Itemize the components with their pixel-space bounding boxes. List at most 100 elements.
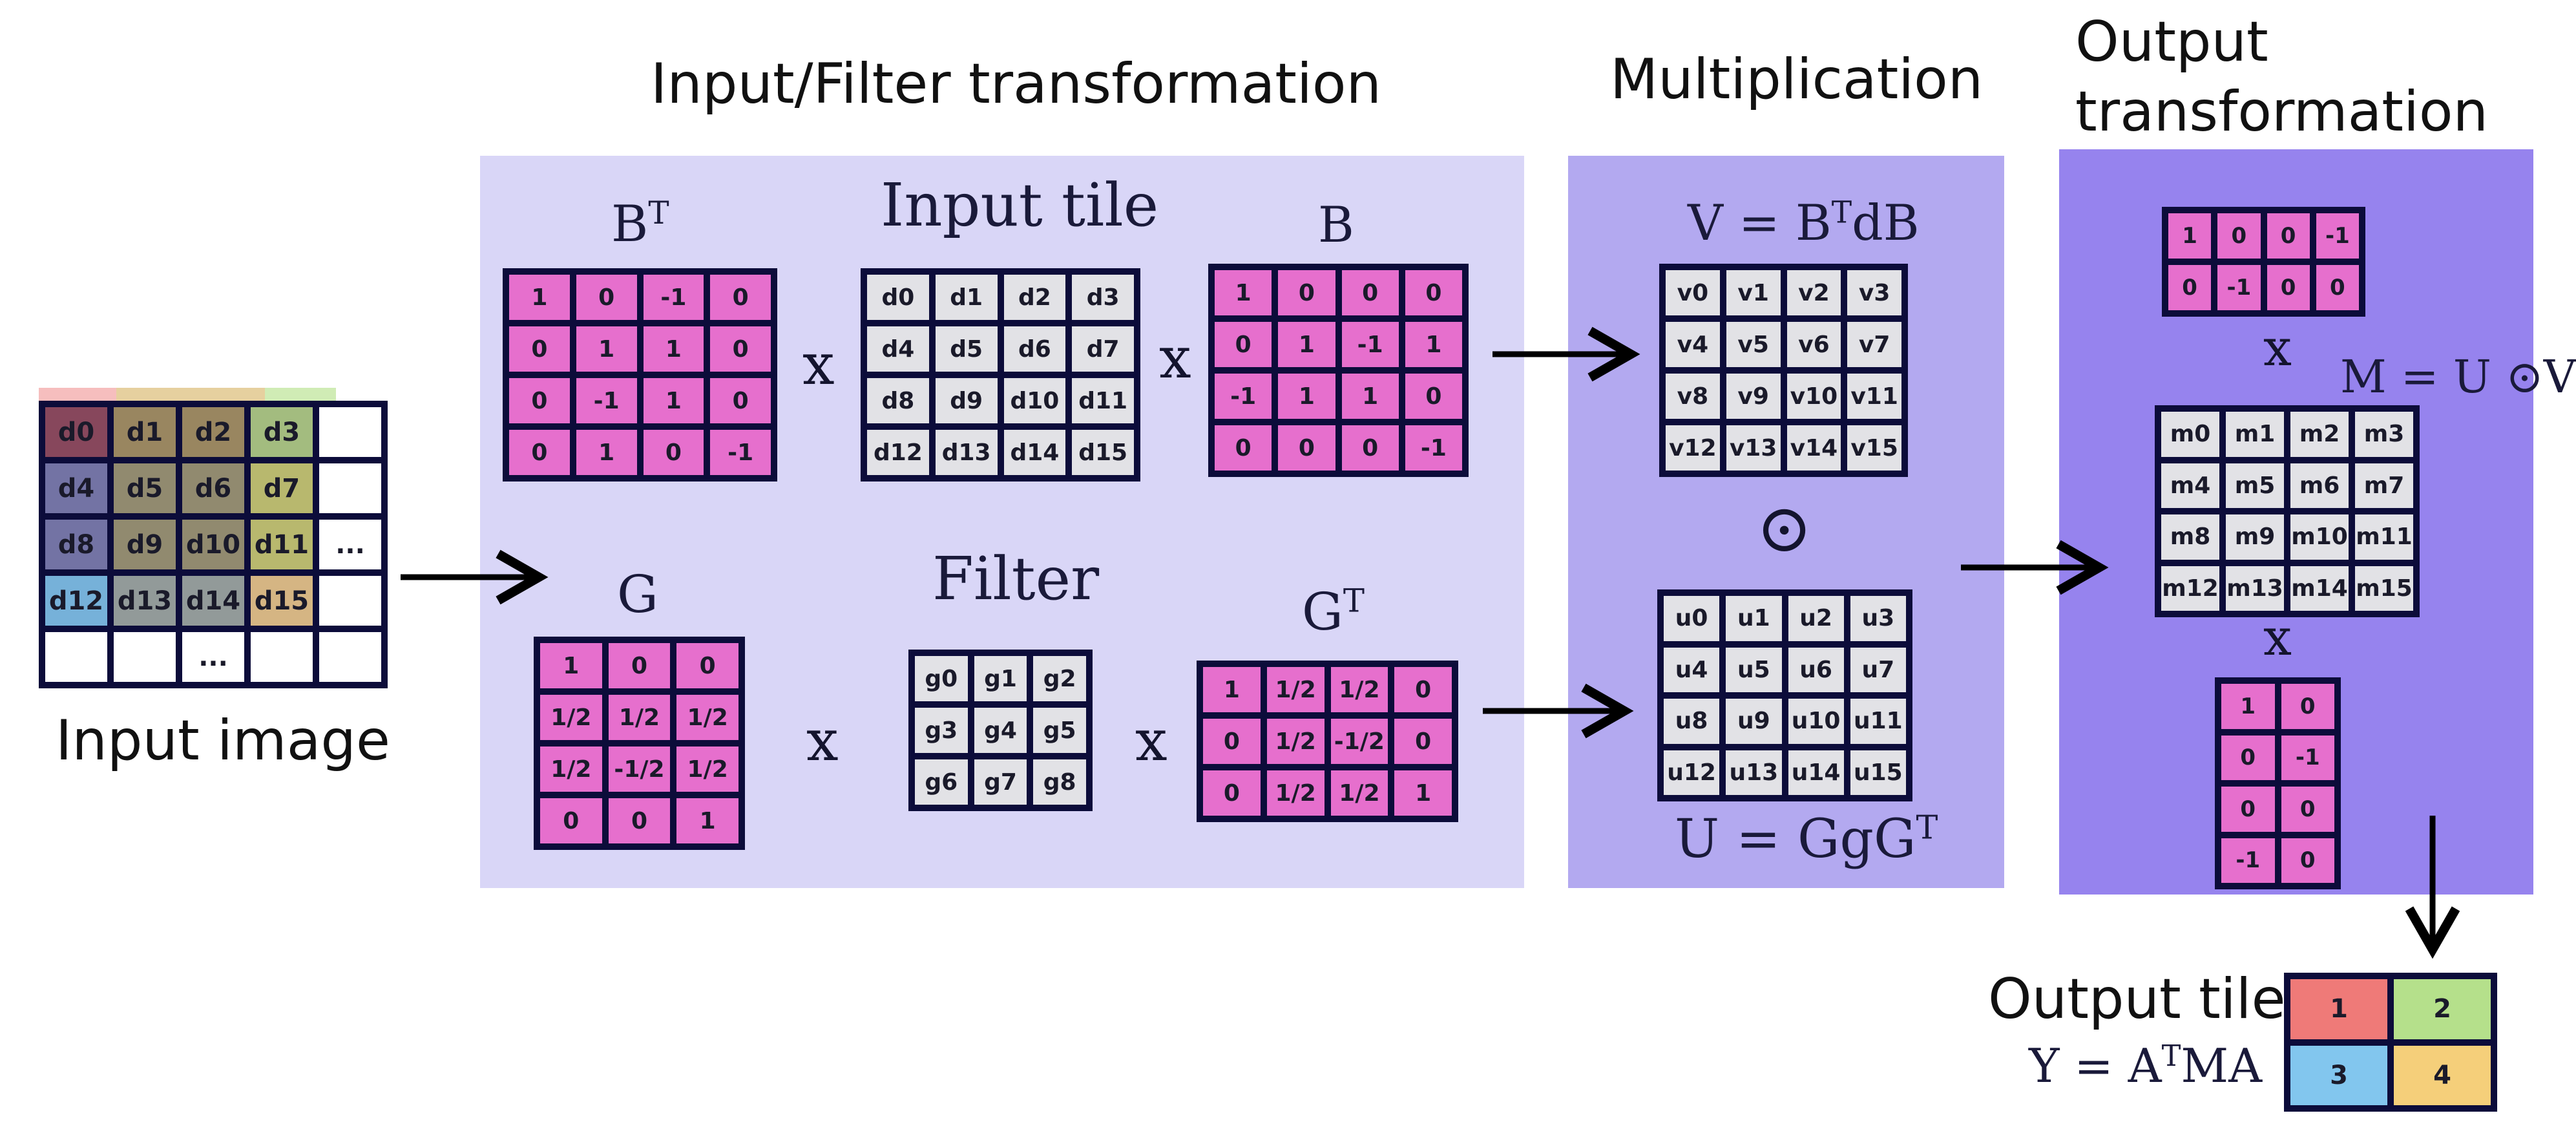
output-tile-eq-post: MA	[2181, 1039, 2263, 1093]
matrix-cell	[251, 632, 313, 682]
matrix-cell: d15	[1072, 430, 1134, 475]
matrix-cell: u10	[1788, 699, 1844, 744]
u-equation-base: G	[1873, 809, 1916, 870]
matrix-cell: d0	[867, 275, 929, 320]
matrix-cell: d12	[867, 430, 929, 475]
matrix-cell: 0	[710, 275, 771, 320]
matrix-cell: -1	[2221, 838, 2275, 883]
matrix-cell: u12	[1664, 750, 1720, 795]
filter-label: Filter	[932, 544, 1100, 613]
matrix-cell: 0	[710, 326, 771, 372]
matrix-cell: g5	[1033, 708, 1086, 753]
matrix-cell: 0	[1394, 667, 1452, 712]
times-symbol-at-m: x	[2263, 319, 2292, 377]
matrix-cell: 0	[1278, 270, 1335, 315]
times-symbol-bt-tile: x	[802, 331, 835, 397]
matrix-cell: d6	[1003, 326, 1066, 372]
matrix-cell: -1	[1341, 322, 1399, 367]
matrix-cell: u7	[1850, 647, 1906, 692]
matrix-cell: 1	[576, 326, 637, 372]
matrix-cell: 1	[2290, 979, 2387, 1039]
gt-label-base: G	[1302, 582, 1343, 642]
matrix-cell: 0	[710, 378, 771, 423]
matrix-cell: u5	[1726, 647, 1782, 692]
gt-label-sup: T	[1343, 582, 1365, 620]
matrix-cell: 0	[2281, 787, 2334, 832]
matrix-cell: d9	[935, 378, 998, 423]
matrix-cell: 0	[1278, 425, 1335, 471]
matrix-cell: d13	[114, 576, 176, 626]
matrix-cell	[45, 632, 107, 682]
matrix-cell: d5	[935, 326, 998, 372]
matrix-cell: 1/2	[1330, 667, 1388, 712]
matrix-cell: v14	[1786, 425, 1841, 471]
matrix-cell: d8	[45, 520, 107, 569]
matrix-cell: v12	[1666, 425, 1720, 471]
matrix-cell: 0	[1341, 270, 1399, 315]
g-label: G	[617, 564, 658, 624]
matrix-cell: 0	[509, 326, 570, 372]
output-tile-equation: Y = ATMA	[2029, 1042, 2262, 1089]
matrix-cell: m14	[2290, 566, 2349, 611]
matrix-cell: 0	[1405, 374, 1462, 419]
matrix-cell: 1	[1341, 374, 1399, 419]
times-symbol-m-a: x	[2263, 609, 2292, 667]
output-tile-label: Output tile	[1988, 967, 2286, 1032]
bt-label: BT	[611, 198, 669, 249]
matrix-cell: v9	[1726, 374, 1781, 419]
matrix-cell: m6	[2290, 463, 2349, 508]
matrix-cell	[319, 463, 381, 513]
matrix-cell: v13	[1726, 425, 1781, 471]
matrix-cell: -1	[643, 275, 704, 320]
matrix-cell	[319, 632, 381, 682]
matrix-cell: m2	[2290, 412, 2349, 457]
matrix-cell: g1	[974, 656, 1027, 701]
matrix-cell: d5	[114, 463, 176, 513]
matrix-cell: 0	[2217, 213, 2261, 259]
matrix-cell: m11	[2355, 514, 2413, 560]
matrix-cell: u14	[1788, 750, 1844, 795]
matrix-cell: 1/2	[608, 695, 671, 740]
matrix-cell: v3	[1847, 270, 1901, 315]
matrix-cell: d9	[114, 520, 176, 569]
hadamard-symbol: ⊙	[1756, 489, 1813, 567]
matrix-cell: v2	[1786, 270, 1841, 315]
matrix-cell: 1/2	[1330, 770, 1388, 816]
matrix-cell: -1	[1405, 425, 1462, 471]
matrix-cell: u8	[1664, 699, 1720, 744]
matrix-cell: d0	[45, 407, 107, 457]
matrix-cell: 1/2	[1266, 719, 1325, 764]
bt-label-sup: T	[648, 195, 669, 231]
matrix-cell: g3	[915, 708, 968, 753]
matrix-cell: 1	[2168, 213, 2212, 259]
matrix-cell: 1/2	[676, 747, 738, 792]
matrix-cell: v7	[1847, 322, 1901, 367]
matrix-cell: v10	[1786, 374, 1841, 419]
matrix-cell: 0	[1203, 770, 1261, 816]
matrix-cell: u2	[1788, 596, 1844, 641]
matrix-cell: d7	[251, 463, 313, 513]
matrix-cell: 0	[2316, 265, 2359, 310]
b-label: B	[1318, 196, 1354, 253]
input-tile-label: Input tile	[881, 171, 1159, 240]
matrix-cell: 3	[2290, 1045, 2387, 1105]
output-tile-eq-pre: Y = A	[2029, 1039, 2162, 1093]
matrix-cell: m7	[2355, 463, 2413, 508]
matrix-cell: 0	[1394, 719, 1452, 764]
matrix-cell: g7	[974, 759, 1027, 805]
matrix-cell: -1	[2316, 213, 2359, 259]
gt-label: GT	[1302, 585, 1365, 638]
matrix-cell: -1	[1215, 374, 1272, 419]
matrix-cell: 0	[2267, 265, 2310, 310]
matrix-cell: 2	[2394, 979, 2491, 1039]
matrix-cell: u15	[1850, 750, 1906, 795]
v-equation-sup: T	[1831, 195, 1852, 231]
matrix-cell: -1	[2217, 265, 2261, 310]
